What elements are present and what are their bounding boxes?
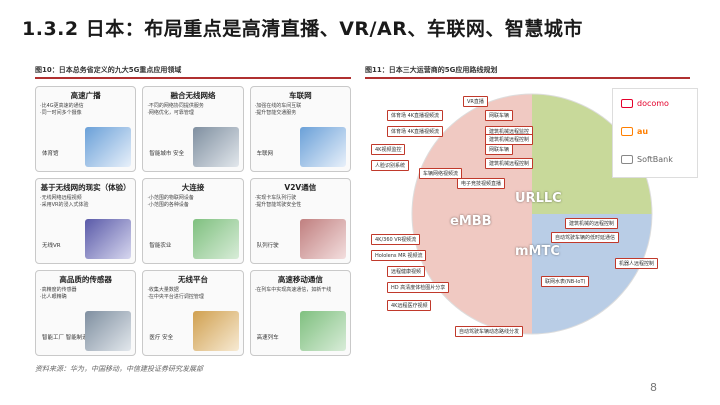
urllc-sector: [532, 94, 652, 214]
embb-label: eMBB: [450, 214, 492, 229]
cell-bullets: ·收集大量数据 ·在中央平台进行调控管理: [147, 287, 204, 300]
app-label: 网联车辆: [485, 110, 514, 121]
operator-legend: docomo au SoftBank: [612, 88, 698, 178]
illustration-image: [192, 311, 239, 351]
cell-bullets: ·比4G更高速的通信 ·同一时间多个摄像: [40, 103, 84, 116]
app-label: 4K/360 VR视频流: [371, 234, 421, 245]
figure-caption-left: 图10：日本总务省定义的九大5G重点应用领域: [35, 65, 351, 79]
app-label: 电子竞技视频直播: [457, 178, 506, 189]
mmtc-sector: [532, 214, 652, 334]
app-label: 自动驾驶车辆动态路线分发: [455, 326, 524, 337]
urllc-label: URLLC: [515, 191, 562, 206]
operator-softbank: SoftBank: [621, 155, 673, 164]
app-label: 体育场 4K直播视频流: [387, 110, 444, 121]
cell-bullets: ·无线网络远程视频 ·采用VR的浸入式体验: [40, 195, 89, 208]
page-title: 1.3.2 日本：布局重点是高清直播、VR/AR、车联网、智慧城市: [22, 18, 583, 40]
mmtc-label: mMTC: [515, 244, 560, 259]
cell-bullets: ·加强在线的车间互联 ·提升智能交通服务: [254, 103, 302, 116]
app-label: 4K远程医疗视频: [387, 300, 432, 311]
illustration-image: [300, 219, 346, 259]
cell-tag: 队列行驶: [256, 243, 279, 249]
illustration-image: [85, 219, 132, 259]
illustration-image: [192, 219, 239, 259]
grid-cell: 高速广播 ·比4G更高速的通信 ·同一时间多个摄像 体育馆: [35, 86, 137, 172]
app-label: 机器人远程控制: [615, 258, 659, 269]
illustration-image: [300, 127, 346, 167]
illustration-image: [85, 127, 132, 167]
grid-cell: 高品质的传感器 ·高精度的传感器 ·比人眼精确 智能工厂 智能制造: [35, 270, 137, 356]
docomo-icon: [621, 99, 633, 108]
source-note: 资料来源：华为，中国移动，中信建投证券研究发展部: [35, 365, 203, 373]
cell-bullets: ·不同的网络协同提供服务 ·网络优化，可靠管理: [147, 103, 204, 116]
cell-title: 大连接: [181, 183, 205, 192]
operator-au: au: [621, 127, 648, 136]
app-label: 远程健康视频: [387, 266, 426, 277]
operator-name: docomo: [637, 99, 669, 108]
grid-cell: 大连接 ·小范围的物联网设备 ·小范围的各种设备 智能农业: [142, 178, 244, 264]
application-grid: 高速广播 ·比4G更高速的通信 ·同一时间多个摄像 体育馆 融合无线网络 ·不同…: [35, 86, 351, 356]
cell-title: 融合无线网络: [170, 91, 216, 100]
app-label: 体育场 4K直播视频流: [387, 126, 444, 137]
cell-tag: 智能城市 安全: [149, 151, 185, 157]
cell-tag: 高速列车: [256, 335, 279, 341]
app-label: 建筑机械远程控制: [485, 158, 534, 169]
illustration-image: [85, 311, 132, 351]
cell-title: 高速广播: [70, 91, 101, 100]
page-number: 8: [650, 381, 657, 394]
app-label: 建筑机械的远程控制: [565, 218, 619, 229]
operator-name: au: [637, 127, 649, 136]
au-icon: [621, 127, 633, 136]
cell-tag: 智能农业: [149, 243, 172, 249]
figure-caption-right: 图11：日本三大运营商的5G应用路线规划: [365, 65, 690, 79]
grid-cell: 无线平台 ·收集大量数据 ·在中央平台进行调控管理 医疗 安全: [142, 270, 244, 356]
operator-name: SoftBank: [637, 155, 673, 164]
cell-title: 车联网: [289, 91, 312, 100]
app-label: HD 高清度体检图片分享: [387, 282, 450, 293]
grid-cell: 融合无线网络 ·不同的网络协同提供服务 ·网络优化，可靠管理 智能城市 安全: [142, 86, 244, 172]
cell-tag: 车联网: [256, 151, 274, 157]
cell-title: 高速移动通信: [277, 275, 323, 284]
grid-cell: 车联网 ·加强在线的车间互联 ·提升智能交通服务 车联网: [249, 86, 351, 172]
cell-tag: 医疗 安全: [149, 335, 174, 341]
cell-tag: 体育馆: [42, 151, 59, 157]
app-label: 人脸识别系统: [371, 160, 410, 171]
app-label: VR直播: [463, 96, 488, 107]
cell-title: 无线平台: [177, 275, 208, 284]
softbank-icon: [621, 155, 633, 164]
app-label: Hololens MR 视频流: [371, 250, 427, 261]
app-label: 网联车辆: [485, 144, 514, 155]
cell-bullets: ·实现卡车队列行驶 ·提升智能驾驶安全性: [254, 195, 302, 208]
app-label: 车辆网络视频流: [419, 168, 463, 179]
grid-cell: 基于无线网的现实（体验） ·无线网络远程视频 ·采用VR的浸入式体验 无线VR: [35, 178, 137, 264]
app-label: 自动驾驶车辆的低时延通信: [551, 232, 620, 243]
cell-bullets: ·在列车中实现高速通信，如新干线: [254, 287, 332, 293]
cell-tag: 智能工厂 智能制造: [42, 335, 88, 341]
cell-bullets: ·小范围的物联网设备 ·小范围的各种设备: [147, 195, 194, 208]
grid-cell: V2V通信 ·实现卡车队列行驶 ·提升智能驾驶安全性 队列行驶: [249, 178, 351, 264]
illustration-image: [300, 311, 346, 351]
cell-title: 高品质的传感器: [59, 275, 112, 284]
cell-tag: 无线VR: [42, 243, 61, 249]
app-label: 4K视频监控: [371, 144, 406, 155]
operator-docomo: docomo: [621, 99, 669, 108]
illustration-image: [192, 127, 239, 167]
app-label: 联网水表(NB-IoT): [541, 276, 590, 287]
cell-title: 基于无线网的现实（体验）: [40, 183, 131, 192]
5g-triangle-diagram: URLLC eMBB mMTC VR直播 体育场 4K直播视频流 体育场 4K直…: [365, 86, 700, 342]
cell-title: V2V通信: [284, 183, 317, 192]
cell-bullets: ·高精度的传感器 ·比人眼精确: [40, 287, 77, 300]
grid-cell: 高速移动通信 ·在列车中实现高速通信，如新干线 高速列车: [249, 270, 351, 356]
